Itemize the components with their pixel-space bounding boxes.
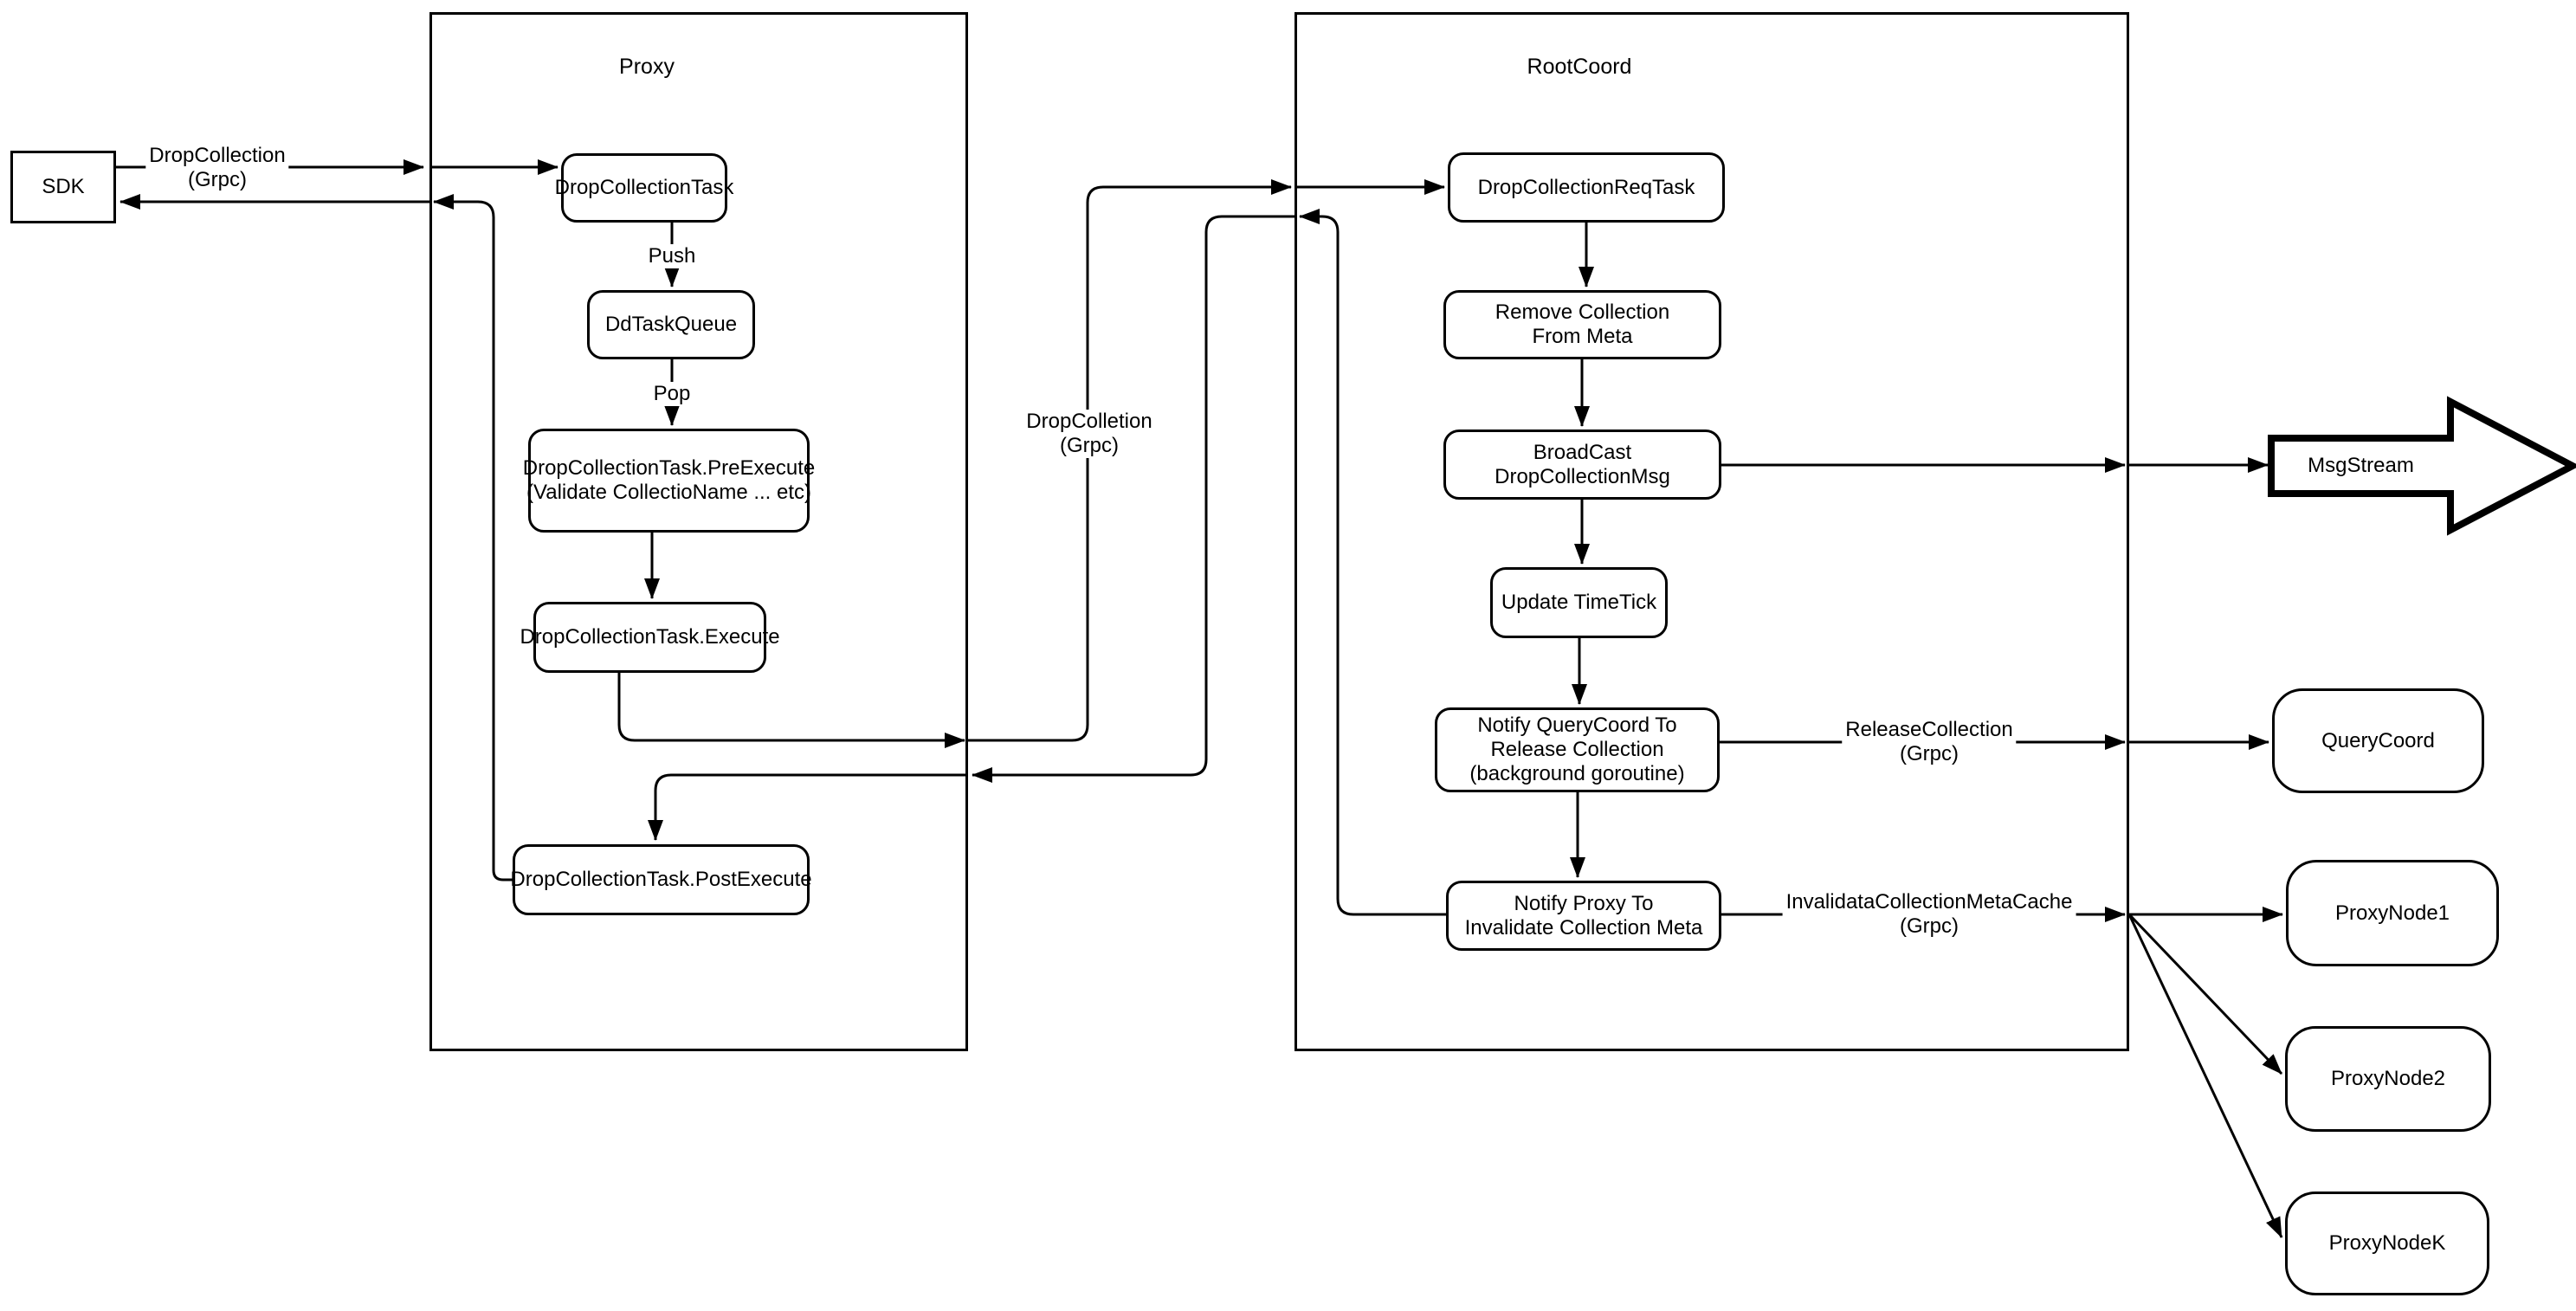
label-dropcollection-grpc-sdk: DropCollection(Grpc): [145, 144, 289, 192]
label-releasecollection-grpc-line: (Grpc): [1899, 742, 1959, 765]
edge-to-proxynodek: [2127, 914, 2283, 1238]
notify-querycoord-label: Notify QueryCoord To: [1477, 714, 1677, 737]
edge-to-proxynode2: [2127, 913, 2283, 1075]
edge-response-outside: [972, 215, 1294, 783]
label-invalidatacollectionmetacache-grpc: InvalidataCollectionMetaCache(Grpc): [1782, 890, 2076, 939]
proxy-container: [429, 12, 968, 1051]
broadcast-dropcollectionmsg-label: DropCollectionMsg: [1495, 464, 1670, 488]
edge-request-outside: [968, 179, 1292, 742]
pre-execute-label: DropCollectionTask.PreExecute: [522, 456, 816, 480]
broadcast-dropcollectionmsg-label: BroadCast: [1533, 440, 1632, 464]
label-dropcollection-grpc-sdk-line: DropCollection: [149, 144, 286, 167]
notify-proxy-label: Invalidate Collection Meta: [1464, 915, 1703, 940]
label-dropcolletion-grpc-middle: DropColletion(Grpc): [1023, 410, 1156, 458]
execute-node: DropCollectionTask.Execute: [520, 602, 780, 673]
notify-querycoord-label: Release Collection: [1490, 738, 1664, 761]
sdk-label: SDK: [42, 175, 85, 198]
msgstream-label: MsgStream: [2308, 454, 2414, 477]
label-releasecollection-grpc-line: ReleaseCollection: [1845, 718, 2013, 741]
drop-collection-task-node: DropCollectionTask: [555, 153, 733, 223]
execute-label: DropCollectionTask.Execute: [520, 625, 780, 649]
proxynodek-node: ProxyNodeK: [2285, 1192, 2489, 1295]
drop-collection-req-task-node: DropCollectionReqTask: [1448, 152, 1725, 223]
label-dropcollection-grpc-sdk-line: (Grpc): [188, 168, 247, 191]
label-releasecollection-grpc: ReleaseCollection(Grpc): [1842, 718, 2017, 766]
edge-response-inside-rootcoord: [1299, 209, 1446, 916]
edge-execute-exit: [617, 673, 965, 748]
proxynode2-node: ProxyNode2: [2285, 1026, 2491, 1132]
label-dropcolletion-grpc-middle-line: DropColletion: [1026, 410, 1152, 433]
remove-collection-from-meta-label: Remove Collection: [1495, 300, 1670, 324]
label-pop-line: Pop: [653, 382, 691, 405]
label-invalidatacollectionmetacache-grpc-line: (Grpc): [1899, 914, 1959, 938]
sdk-node: SDK: [10, 151, 116, 223]
rootcoord-container: [1294, 12, 2129, 1051]
dd-task-queue-label: DdTaskQueue: [604, 313, 738, 336]
label-invalidatacollectionmetacache-grpc-line: InvalidataCollectionMetaCache: [1785, 890, 2073, 914]
remove-collection-from-meta-label: From Meta: [1532, 325, 1633, 348]
pre-execute-node: DropCollectionTask.PreExecute(Validate C…: [523, 429, 815, 533]
drop-collection-task-label: DropCollectionTask: [554, 176, 734, 199]
proxy-container-title: Proxy: [619, 55, 675, 79]
post-execute-node: DropCollectionTask.PostExecute: [510, 844, 812, 915]
update-timetick-node: Update TimeTick: [1490, 567, 1668, 638]
post-execute-label: DropCollectionTask.PostExecute: [510, 868, 812, 891]
proxynode2-label: ProxyNode2: [2330, 1067, 2446, 1090]
edge-postexecute-return: [433, 194, 513, 882]
label-pop: Pop: [649, 382, 694, 406]
msgstream-arrow-shape: [2268, 396, 2576, 536]
label-dropcolletion-grpc-middle-line: (Grpc): [1060, 434, 1119, 457]
querycoord-label: QueryCoord: [2321, 728, 2435, 752]
pre-execute-label: (Validate CollectioName ... etc): [526, 481, 812, 504]
dd-task-queue-node: DdTaskQueue: [587, 290, 755, 359]
label-push: Push: [644, 244, 700, 268]
querycoord-node: QueryCoord: [2272, 688, 2484, 793]
proxynode1-label: ProxyNode1: [2334, 901, 2450, 925]
notify-proxy-label: Notify Proxy To: [1514, 891, 1654, 915]
update-timetick-label: Update TimeTick: [1501, 591, 1657, 614]
proxynodek-label: ProxyNodeK: [2328, 1231, 2446, 1255]
drop-collection-req-task-label: DropCollectionReqTask: [1477, 175, 1695, 199]
notify-querycoord-label: (background goroutine): [1469, 762, 1685, 785]
edge-response-inside-proxy: [648, 773, 968, 841]
rootcoord-container-title: RootCoord: [1527, 55, 1632, 79]
label-push-line: Push: [648, 244, 696, 268]
proxynode1-node: ProxyNode1: [2286, 860, 2499, 966]
